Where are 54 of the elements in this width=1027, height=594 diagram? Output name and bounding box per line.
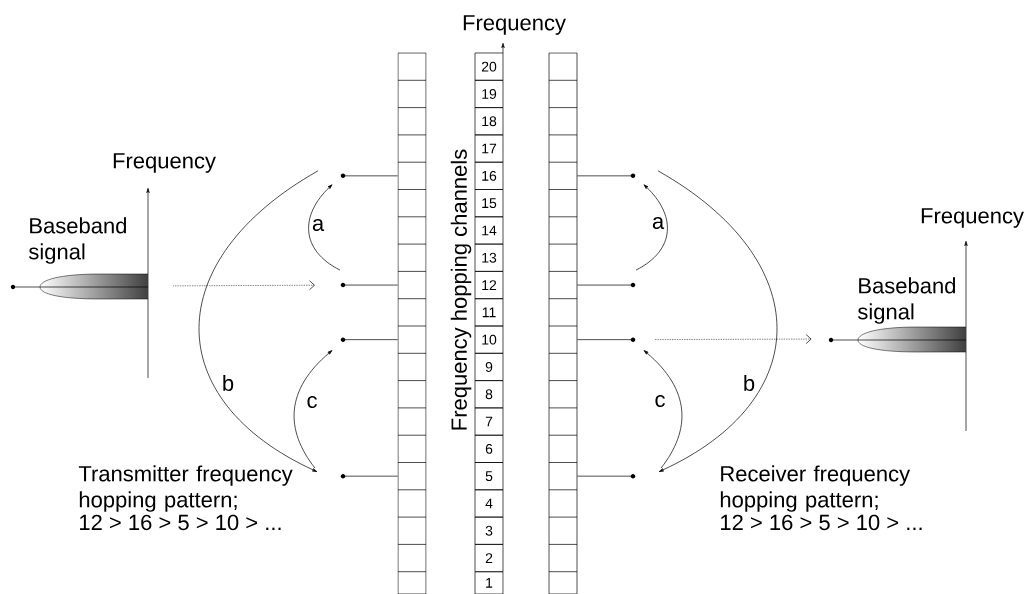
arrow [635,184,668,271]
signal-label: Baseband signal [857,277,955,324]
channel-cell: 4 [474,489,504,518]
arrow [657,170,778,472]
arrow [173,280,315,291]
connector-line [577,175,634,177]
edge-label: b [220,373,236,393]
channel-column [548,52,578,594]
connector-line [342,284,398,286]
edge-label: a [310,217,326,233]
channel-cell: 1 [474,571,504,594]
connector-line [342,339,398,340]
arrow [654,334,812,344]
channel-cell: 10 [474,325,504,354]
channel-cell: 11 [474,298,504,327]
channel-cell: 18 [474,107,504,136]
arrow [198,170,319,472]
connector-line [577,284,634,286]
edge-label: c [305,395,319,410]
pattern-caption: Receiver frequency hopping pattern; [720,465,911,512]
connector-line [342,475,398,477]
channel-cell: 3 [474,516,504,545]
edge-label: c [653,394,667,409]
arrow [643,350,683,469]
channel-cell: 17 [474,134,504,163]
connector-line [342,175,398,177]
channel-cell: 12 [474,271,504,300]
channel-cell: 15 [474,189,504,218]
axis-label: Frequency [463,15,566,35]
channel-cell: 6 [474,434,504,463]
pattern-sequence: 12 > 16 > 5 > 10 > ... [721,514,922,531]
connector-line [577,339,634,340]
channel-cell: 9 [474,352,504,381]
signal-label: Baseband signal [28,217,126,264]
pattern-sequence: 12 > 16 > 5 > 10 > ... [80,514,281,531]
arrow [293,350,333,469]
channel-cell: 7 [474,407,504,436]
channel-cell: 5 [474,462,504,491]
axis-label: Frequency [921,208,1024,228]
edge-label: a [650,216,666,231]
axis-label: Frequency [113,153,216,173]
edge-label: b [741,373,757,393]
channel-cell: 19 [474,79,504,108]
channel-cell: 16 [474,161,504,190]
channel-cell: 20 [474,52,504,81]
arrow [308,184,341,271]
channel-cell: 13 [474,243,504,272]
channel-column [397,52,427,594]
channel-cell: 8 [474,380,504,409]
connector-line [577,475,634,477]
channel-cell: 14 [474,216,504,245]
axis-label: Frequency hopping channels [450,149,472,430]
pattern-caption: Transmitter frequency hopping pattern; [78,465,293,512]
channel-cell: 2 [474,544,504,573]
